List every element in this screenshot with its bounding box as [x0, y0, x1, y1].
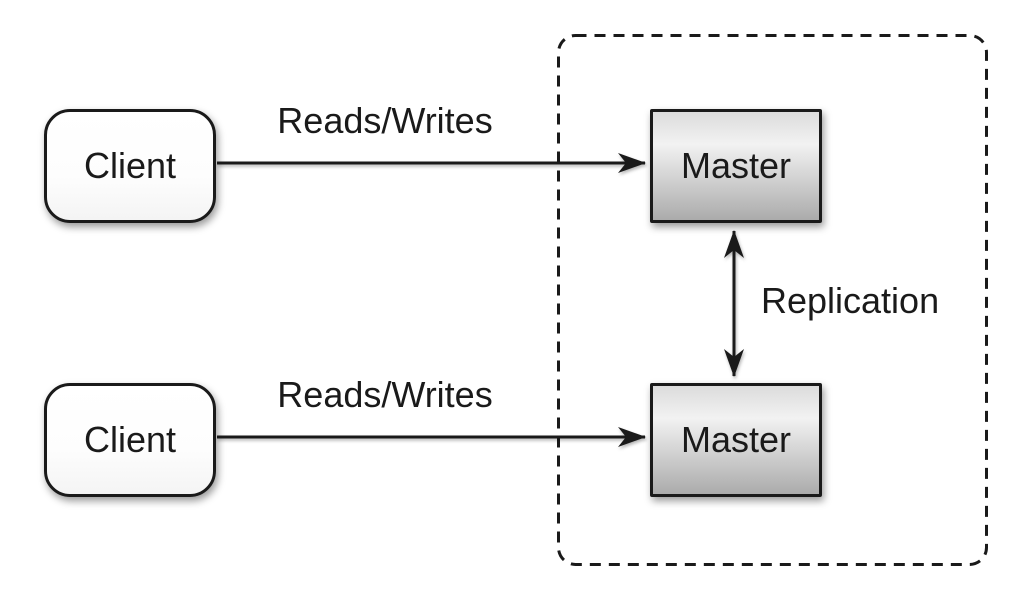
node-master-top: Master: [650, 109, 822, 223]
edge-label-reads-writes-top: Reads/Writes: [277, 100, 493, 141]
edge-label-reads-writes-bottom: Reads/Writes: [277, 374, 493, 415]
edge-label-replication: Replication: [761, 280, 940, 321]
node-client-top-label: Client: [83, 145, 177, 186]
node-client-bottom: Client: [44, 383, 216, 497]
node-master-bottom-label: Master: [680, 419, 792, 460]
node-master-bottom: Master: [650, 383, 822, 497]
node-client-top: Client: [44, 109, 216, 223]
node-client-bottom-label: Client: [83, 419, 177, 460]
node-master-top-label: Master: [680, 145, 792, 186]
